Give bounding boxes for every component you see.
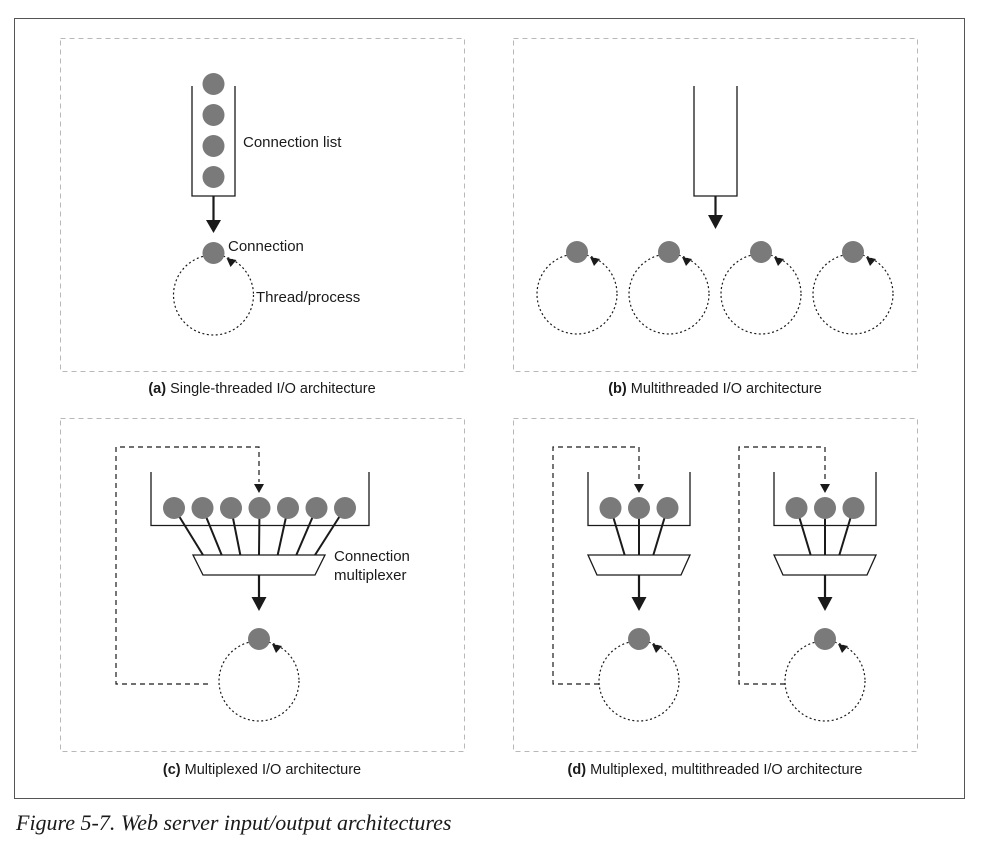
arrowhead	[631, 597, 647, 611]
panel-c-caption: (c) Multiplexed I/O architecture	[163, 762, 361, 778]
connection-ball	[814, 628, 836, 650]
multiplexer	[191, 554, 327, 576]
connection-label: Connection	[228, 238, 304, 255]
thread-loop-circle	[812, 253, 894, 335]
mux-label-line1: Connection	[334, 548, 410, 565]
thread-process-label: Thread/process	[256, 289, 360, 306]
arrowhead	[206, 220, 221, 233]
connection-ball	[163, 497, 185, 519]
connection-ball	[656, 497, 679, 519]
connection-ball	[814, 497, 836, 519]
multiplexer-unit	[738, 446, 878, 722]
panel-c: Connection multiplexer (c) Multiplexed I…	[115, 446, 410, 778]
connection-ball	[202, 73, 225, 95]
figure-caption: Figure 5-7. Web server input/output arch…	[15, 810, 451, 835]
panel-b-caption: (b) Multithreaded I/O architecture	[608, 381, 822, 397]
feedback-loop-line	[738, 446, 826, 685]
connection-ball	[750, 241, 772, 263]
thread-loop-circle	[172, 254, 255, 336]
connection-ball	[599, 497, 622, 519]
panel-c-box	[60, 418, 465, 752]
panel-d: (d) Multiplexed, multithreaded I/O archi…	[552, 446, 878, 778]
connection-ball	[248, 628, 270, 650]
thread-arrowhead	[590, 257, 600, 266]
thread-loop-circle	[628, 253, 710, 335]
thread-loop-circle	[536, 253, 618, 335]
connection-ball	[334, 497, 356, 519]
multiplexer	[586, 554, 692, 576]
connection-ball	[305, 497, 328, 519]
multiplexer	[772, 554, 878, 576]
connection-ball	[566, 241, 588, 263]
connection-ball	[191, 497, 214, 519]
connection-ball	[277, 497, 299, 519]
connection-ball	[658, 241, 680, 263]
feedback-loop-line	[115, 446, 260, 685]
panel-d-caption: (d) Multiplexed, multithreaded I/O archi…	[568, 762, 863, 778]
connection-ball	[202, 166, 225, 188]
panel-d-box	[513, 418, 918, 752]
connection-ball	[220, 497, 242, 519]
thread-loop-circle	[784, 640, 866, 722]
connection-ball	[202, 242, 225, 264]
panel-a-caption: (a) Single-threaded I/O architecture	[148, 381, 375, 397]
connection-ball	[248, 497, 271, 519]
connection-ball	[202, 104, 225, 126]
thread-arrowhead	[774, 257, 784, 266]
connection-ball	[628, 628, 650, 650]
thread-arrowhead	[866, 257, 876, 266]
feedback-arrowhead	[820, 484, 830, 493]
panel-b: (b) Multithreaded I/O architecture	[536, 86, 894, 397]
connection-list-container	[693, 86, 738, 197]
connection-ball	[202, 135, 225, 157]
multiplexer-unit	[552, 446, 692, 722]
thread-arrowhead	[272, 644, 282, 653]
thread-loop-circle	[598, 640, 680, 722]
thread-arrowhead	[652, 644, 662, 653]
thread-arrowhead	[226, 258, 237, 267]
figure-frame	[14, 18, 965, 799]
connection-ball	[628, 497, 650, 519]
thread-loop-circle	[218, 640, 300, 722]
connection-list-label: Connection list	[243, 134, 342, 151]
connection-ball	[785, 497, 808, 519]
arrowhead	[708, 215, 723, 229]
thread-arrowhead	[838, 644, 848, 653]
thread-loop-circle	[720, 253, 802, 335]
arrowhead	[251, 597, 267, 611]
thread-loop	[172, 242, 255, 336]
panel-b-box	[513, 38, 918, 372]
connection-ball	[842, 241, 864, 263]
arrowhead	[817, 597, 833, 611]
feedback-arrowhead	[634, 484, 644, 493]
panel-a-box	[60, 38, 465, 372]
thread-arrowhead	[682, 257, 692, 266]
panel-a: Connection list Connection Thread/proces…	[148, 73, 376, 397]
mux-label-line2: multiplexer	[334, 567, 407, 584]
feedback-loop-line	[552, 446, 640, 685]
feedback-arrowhead	[254, 484, 264, 493]
connection-ball	[842, 497, 865, 519]
